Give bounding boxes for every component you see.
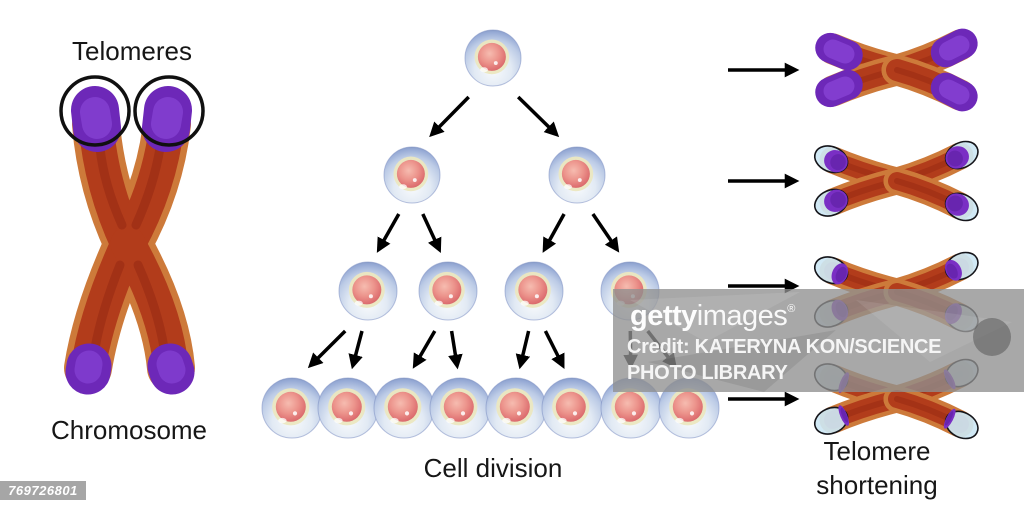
- watermark-sheen: [630, 292, 800, 342]
- division-arrow: [591, 213, 620, 253]
- division-arrow: [421, 213, 442, 254]
- cell: [600, 377, 662, 439]
- telomere-shortening-label-line1: Telomere: [824, 436, 931, 466]
- cell: [429, 377, 491, 439]
- division-arrow: [542, 213, 566, 253]
- watermark-credit-line1: Credit: KATERYNA KON/SCIENCE: [627, 336, 941, 358]
- watermark-credit-line2: PHOTO LIBRARY: [627, 362, 789, 384]
- cell-division-label: Cell division: [424, 453, 563, 483]
- cell: [261, 377, 323, 439]
- watermark-sheen-2: [856, 300, 1012, 362]
- division-arrow: [348, 330, 364, 370]
- cell: [548, 146, 606, 204]
- watermark-bubble: [973, 318, 1011, 356]
- division-arrow: [515, 330, 531, 370]
- image-id-watermark: 769726801: [0, 481, 86, 500]
- cell: [383, 146, 441, 204]
- telomere-circle-left: [59, 75, 131, 147]
- division-arrow: [448, 330, 463, 370]
- getty-logo: gettyimages®: [630, 300, 795, 332]
- division-arrow: [307, 329, 347, 369]
- stage-arrows: [728, 62, 800, 407]
- image-id-text: 769726801: [8, 483, 78, 498]
- division-arrow: [412, 330, 437, 369]
- cell: [504, 261, 564, 321]
- telomere-highlight-circles: [59, 75, 205, 147]
- cell: [464, 29, 522, 87]
- watermark-shade: [648, 330, 836, 392]
- telomeres-label: Telomeres: [72, 36, 192, 66]
- cell: [373, 377, 435, 439]
- division-arrow: [516, 95, 560, 138]
- chromosome-texture: [90, 143, 169, 353]
- telomere-shortening-stages: [813, 28, 979, 440]
- telomere-circle-right: [133, 75, 205, 147]
- cell: [658, 377, 720, 439]
- division-arrow: [429, 95, 470, 138]
- cell: [541, 377, 603, 439]
- watermark-band-rect: [613, 289, 1024, 392]
- cell: [317, 377, 379, 439]
- division-arrow: [376, 213, 401, 253]
- chromosome-illustration: [64, 86, 195, 395]
- telomere-shortening-label-line2: shortening: [816, 470, 937, 500]
- chromosome-label: Chromosome: [51, 415, 207, 445]
- chromosome-stage-1: [815, 28, 978, 112]
- cell: [338, 261, 398, 321]
- telomere-caps: [65, 86, 195, 395]
- chromosome-stage-2: [813, 140, 979, 222]
- image-id-bar: [0, 481, 86, 500]
- cell: [418, 261, 478, 321]
- getty-watermark: gettyimages® Credit: KATERYNA KON/SCIENC…: [613, 289, 1024, 392]
- cell: [485, 377, 547, 439]
- division-arrow: [543, 330, 565, 369]
